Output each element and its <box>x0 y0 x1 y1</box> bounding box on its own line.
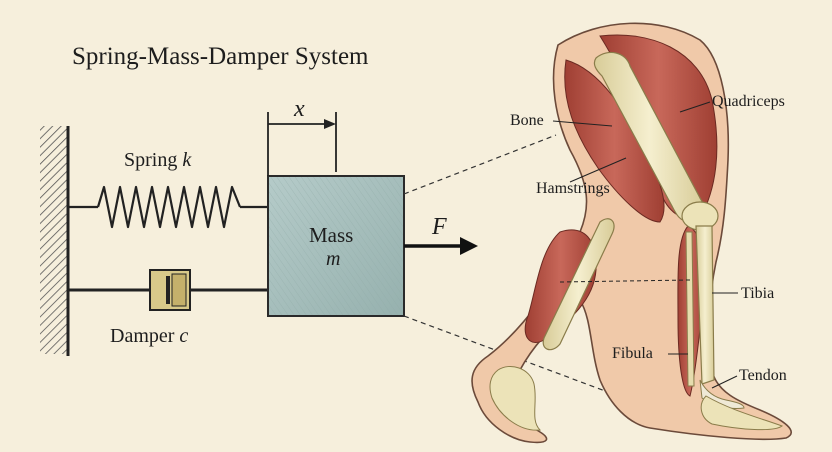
rear-leg-bone <box>542 218 615 351</box>
fibula-label: Fibula <box>612 345 653 362</box>
spring-constant-symbol: k <box>182 149 192 171</box>
spring-label: Spring k <box>124 150 191 170</box>
damper <box>68 269 268 311</box>
mass-symbol: m <box>326 248 341 270</box>
mass-label: Mass <box>309 223 354 247</box>
inner-dashed-lines <box>559 279 691 283</box>
hamstrings-label: Hamstrings <box>536 180 610 197</box>
fixed-wall <box>40 126 70 356</box>
force-arrow <box>404 237 478 255</box>
spring-label-text: Spring <box>124 149 178 171</box>
force-symbol: F <box>432 214 447 240</box>
tibia-label: Tibia <box>741 285 775 302</box>
leg-illustration <box>471 22 793 444</box>
damper-label-text: Damper <box>110 325 175 347</box>
diagram-title: Spring-Mass-Damper System <box>72 43 369 70</box>
bone-label: Bone <box>510 112 544 129</box>
damper-label: Damper c <box>110 326 188 346</box>
front-foot-bones <box>700 395 784 431</box>
label-leaders <box>552 101 738 389</box>
displacement-symbol: x <box>294 96 305 122</box>
quadriceps-label: Quadriceps <box>712 93 785 110</box>
mass-block <box>267 175 405 317</box>
connector-lines <box>403 134 641 405</box>
spring <box>68 185 268 229</box>
tibia-bone <box>695 225 715 385</box>
tendon-label: Tendon <box>739 367 787 384</box>
displacement-marker <box>267 112 337 176</box>
damping-coefficient-symbol: c <box>179 325 189 347</box>
fibula-bone <box>685 231 695 387</box>
rear-foot-bones <box>489 366 542 431</box>
